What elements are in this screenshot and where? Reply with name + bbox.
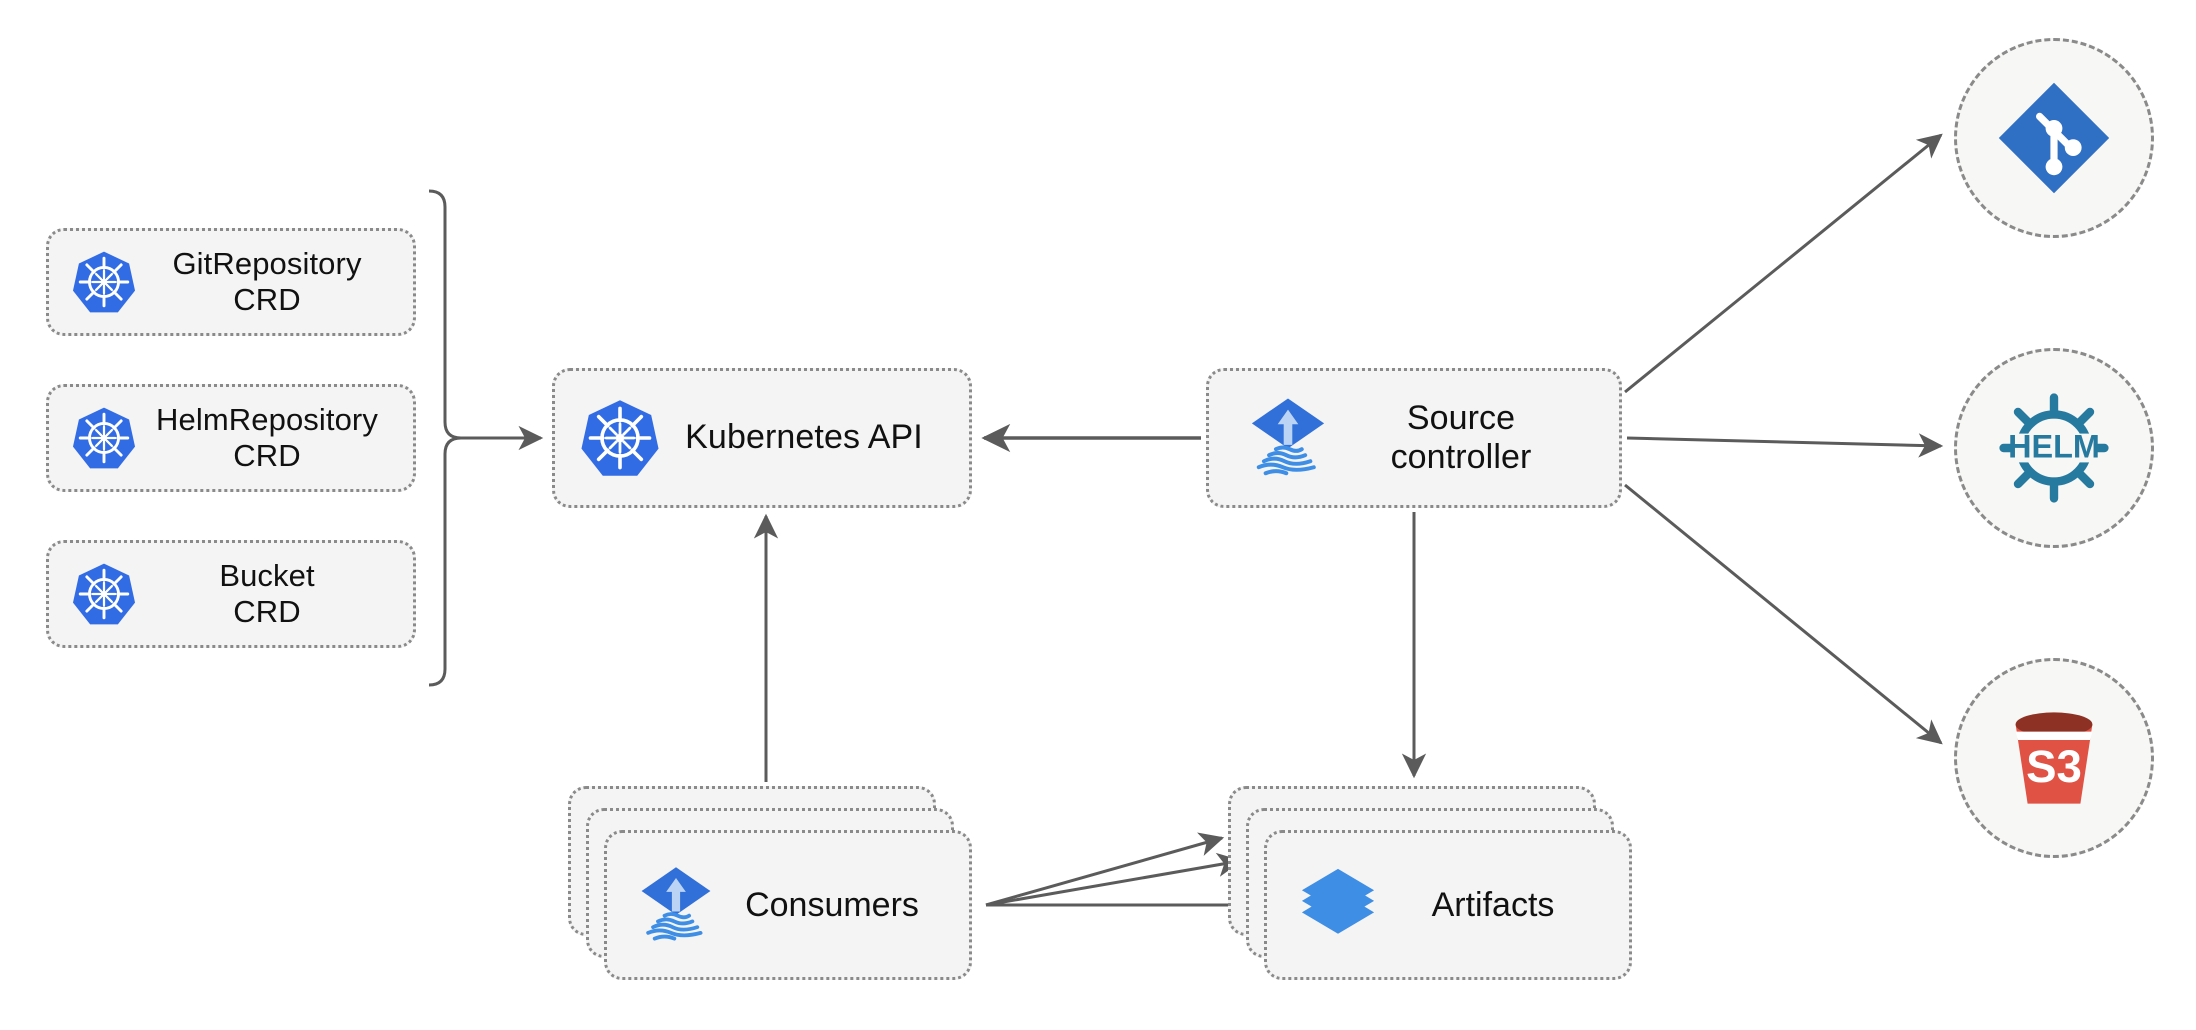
git-icon <box>1994 78 2114 198</box>
node-label: Consumers <box>745 885 919 924</box>
flux-source-controller-icon <box>1245 395 1331 481</box>
layers-stack-icon <box>1297 864 1379 946</box>
stack-card-front[interactable]: Consumers <box>604 830 972 980</box>
helm-wordmark: HELM <box>2008 429 2100 465</box>
flux-source-controller-icon <box>635 864 717 946</box>
s3-bucket-icon: S3 <box>1994 698 2114 818</box>
node-label: Kubernetes API <box>685 418 923 457</box>
kubernetes-icon <box>71 249 137 315</box>
node-kubernetes-api[interactable]: Kubernetes API <box>552 368 972 508</box>
node-consumers[interactable]: Consumers <box>568 786 972 986</box>
s3-wordmark: S3 <box>2026 741 2082 792</box>
target-git[interactable] <box>1954 38 2154 238</box>
kubernetes-icon <box>71 561 137 627</box>
target-s3[interactable]: S3 <box>1954 658 2154 858</box>
node-artifacts[interactable]: Artifacts <box>1228 786 1632 986</box>
crd-group-bracket <box>428 189 462 687</box>
target-helm[interactable]: HELM <box>1954 348 2154 548</box>
edge-source-to-helm <box>1626 433 1944 458</box>
edge-consumers-to-artifacts-2 <box>985 852 1243 907</box>
kubernetes-icon <box>579 397 661 479</box>
helm-icon: HELM <box>1994 388 2114 508</box>
stack-card-front[interactable]: Artifacts <box>1264 830 1632 980</box>
node-label: Artifacts <box>1431 885 1555 924</box>
kubernetes-icon <box>71 405 137 471</box>
edge-source-to-git <box>1624 133 1943 394</box>
edge-source-to-s3 <box>1624 483 1943 745</box>
edge-consumers-to-artifacts-1 <box>985 832 1225 907</box>
